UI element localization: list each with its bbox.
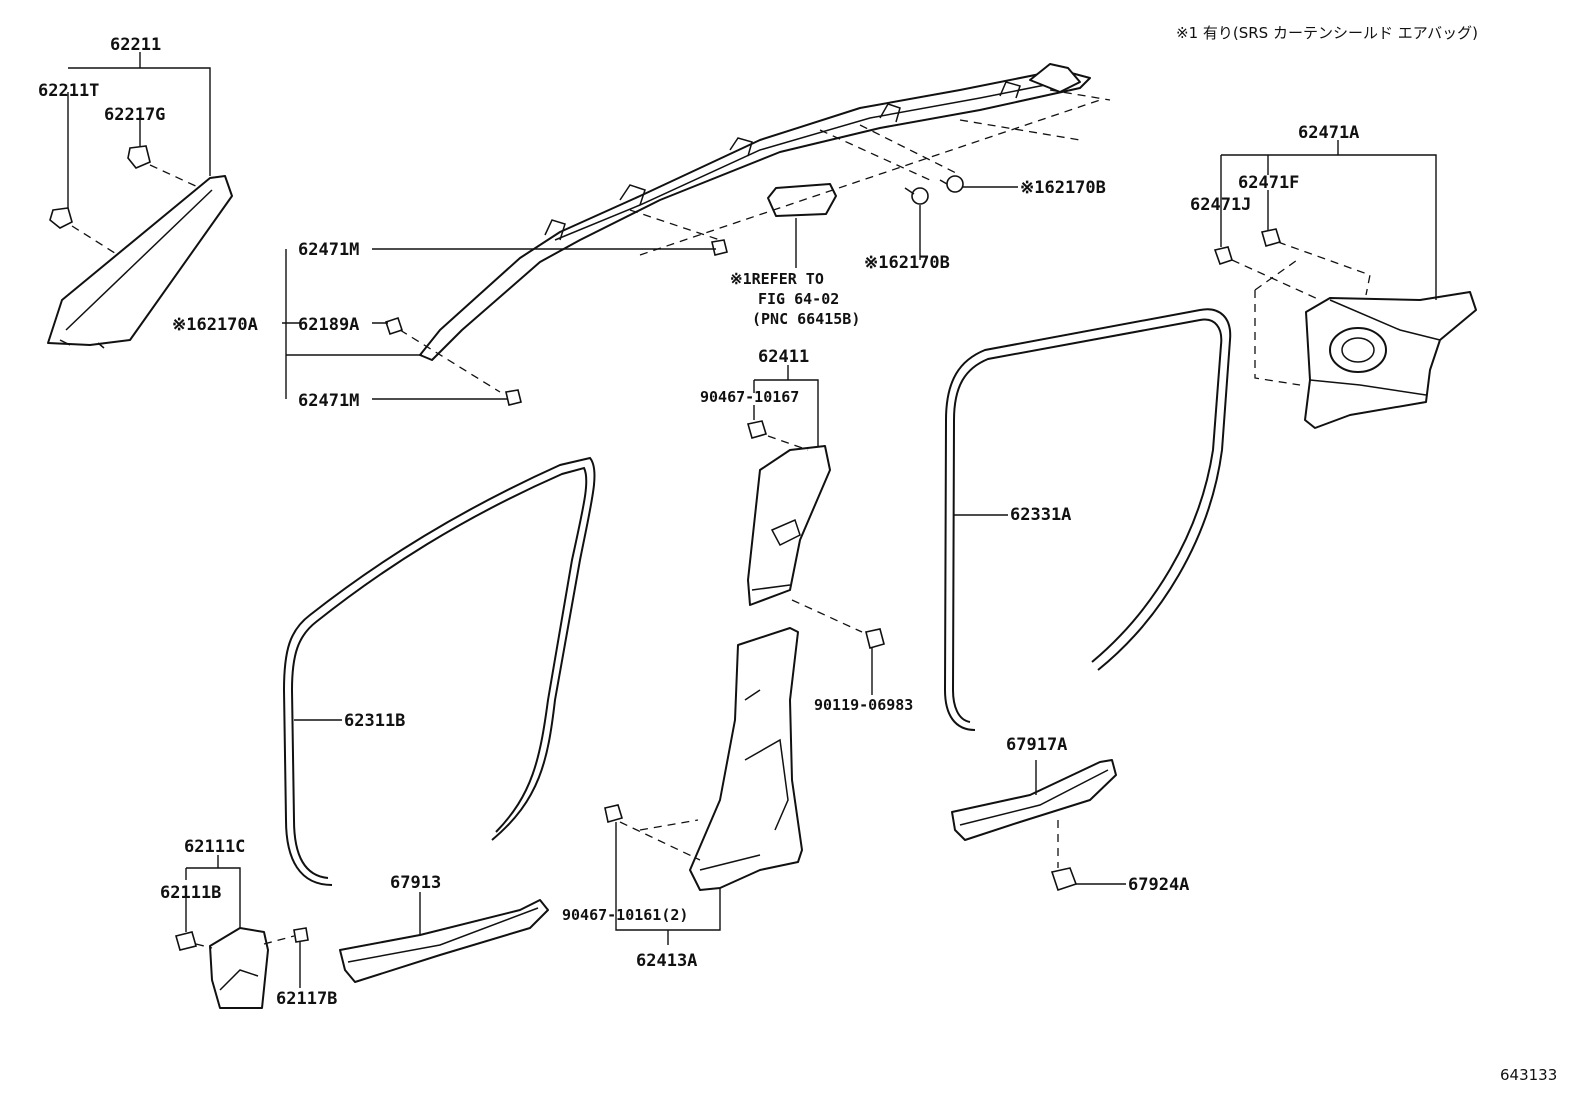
- callout-62211: 62211: [110, 35, 161, 55]
- leader-rail: [282, 186, 1018, 400]
- callout-62211T: 62211T: [38, 81, 99, 101]
- bolt-62170B-b: [904, 187, 929, 205]
- callout-62471A: 62471A: [1298, 123, 1359, 143]
- callout-62189A: 62189A: [298, 315, 359, 335]
- clip-62217G: [127, 145, 151, 169]
- clip-90467-10161: [604, 804, 624, 824]
- leader-67917A: [1035, 760, 1126, 885]
- b-pillar-lower-62413A: [689, 627, 803, 891]
- callout-90467-10161: 90467-10161(2): [562, 906, 688, 924]
- callout-62471M-upper: 62471M: [298, 240, 359, 260]
- callout-62331A: 62331A: [1010, 505, 1071, 525]
- callout-62471F: 62471F: [1238, 173, 1299, 193]
- callout-62170B-right: ※162170B: [1020, 178, 1106, 198]
- rear-scuff-plate-67917A: [951, 759, 1117, 841]
- clip-62471M-upper: [711, 239, 728, 256]
- clip-62111B: [175, 931, 197, 951]
- dash-62211: [71, 164, 201, 256]
- callout-67917A: 67917A: [1006, 735, 1067, 755]
- clip-62189A: [384, 316, 404, 336]
- refer-to-line3: (PNC 66415B): [752, 310, 860, 328]
- leader-62413A: [615, 822, 721, 945]
- leader-62411: [753, 365, 873, 695]
- callout-62170B-lower: ※162170B: [864, 253, 950, 273]
- front-door-weatherstrip-62311B: [282, 456, 596, 886]
- callout-62311B: 62311B: [344, 711, 405, 731]
- b-pillar-upper-62411: [747, 445, 831, 606]
- callout-62111C: 62111C: [184, 837, 245, 857]
- clip-62211T: [49, 207, 73, 229]
- refer-to-line2: FIG 64-02: [758, 290, 839, 308]
- leader-62471A: [1220, 140, 1437, 300]
- dash-62111C: [195, 935, 295, 949]
- leader-62111C: [185, 855, 301, 988]
- clip-62471M-lower: [505, 389, 522, 406]
- rear-door-weatherstrip-62331A: [943, 308, 1232, 731]
- header-note: ※1 有り(SRS カーテンシールド エアバッグ): [1176, 24, 1478, 42]
- callout-62411: 62411: [758, 347, 809, 367]
- clip-62117B: [293, 927, 309, 943]
- dash-62189A: [399, 329, 501, 393]
- callout-62111B: 62111B: [160, 883, 221, 903]
- callout-62471M-lower: 62471M: [298, 391, 359, 411]
- clip-90467-10167: [746, 420, 768, 439]
- dash-62471A: [1231, 241, 1371, 386]
- clip-67924A: [1050, 867, 1078, 892]
- dash-62413A: [619, 819, 701, 861]
- clip-62471J: [1213, 246, 1233, 266]
- callout-67913: 67913: [390, 873, 441, 893]
- leader-62211: [67, 52, 211, 208]
- bolt-90119-06983: [865, 628, 885, 649]
- quarter-trim-62471A: [1304, 291, 1477, 429]
- clip-62471F: [1260, 228, 1282, 247]
- callout-62413A: 62413A: [636, 951, 697, 971]
- callout-62471J: 62471J: [1190, 195, 1251, 215]
- front-scuff-plate-67913: [339, 899, 549, 983]
- dash-62411: [767, 435, 863, 633]
- refer-to-line1: ※1REFER TO: [730, 270, 824, 288]
- callout-62170A: ※162170A: [172, 315, 258, 335]
- cowl-side-trim-62111C: [209, 927, 269, 1009]
- callout-62217G: 62217G: [104, 105, 165, 125]
- callout-62117B: 62117B: [276, 989, 337, 1009]
- callout-90119-06983: 90119-06983: [814, 696, 913, 714]
- callout-90467-10167: 90467-10167: [700, 388, 799, 406]
- a-pillar-garnish-62211: [47, 175, 233, 349]
- callout-67924A: 67924A: [1128, 875, 1189, 895]
- dash-rail: [629, 89, 1111, 256]
- figure-number: 643133: [1500, 1066, 1557, 1084]
- bolt-62170B-a: [939, 175, 964, 193]
